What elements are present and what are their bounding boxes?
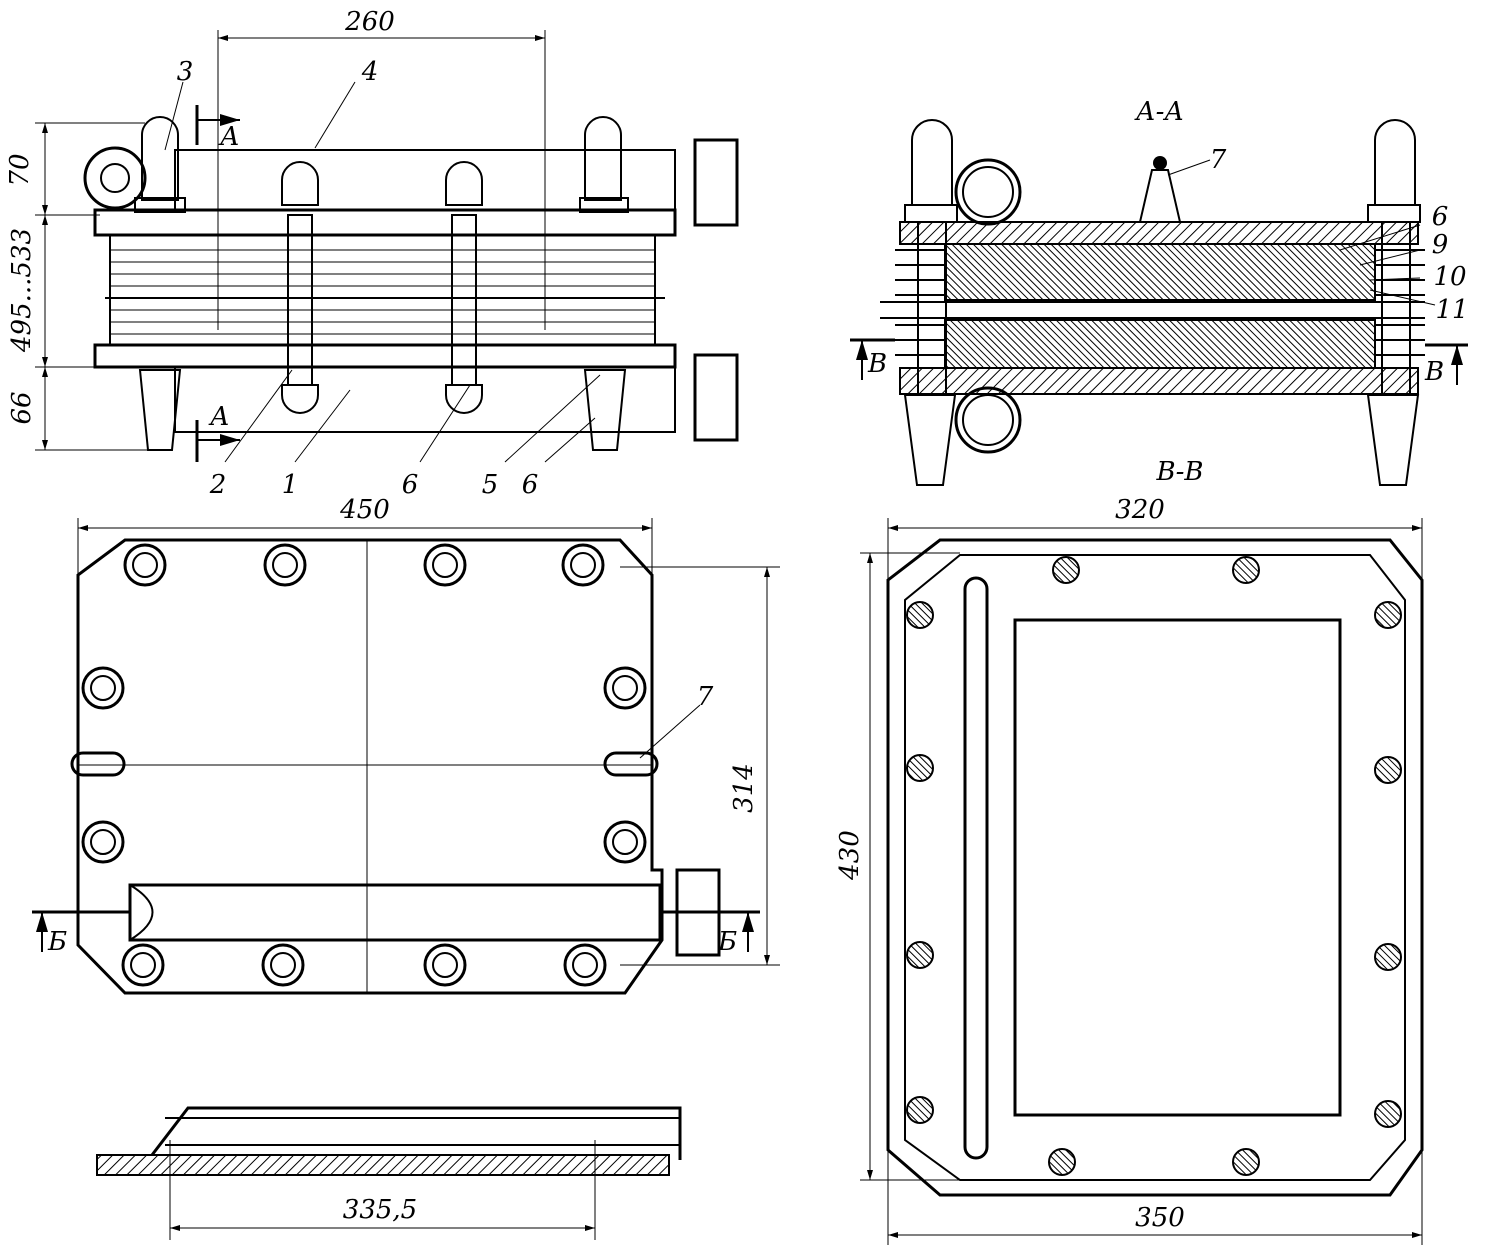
- dimension-335-5: 335,5: [343, 1195, 417, 1225]
- callout-5: 5: [482, 470, 499, 500]
- callout-11: 11: [1435, 295, 1468, 325]
- callout-7-section: 7: [1210, 145, 1227, 175]
- plan-view: 450 314 7 Б Б: [32, 495, 780, 995]
- dimension-260: 260: [344, 7, 395, 37]
- callout-6-section: 6: [1432, 202, 1449, 232]
- callout-1: 1: [282, 470, 299, 500]
- dimension-430: 430: [835, 830, 865, 881]
- callout-4: 4: [361, 57, 379, 87]
- dimension-350: 350: [1135, 1203, 1185, 1233]
- dimension-70: 70: [5, 153, 35, 186]
- section-mark-b-left: Б: [47, 927, 67, 957]
- section-mark-a-top: А: [218, 122, 240, 152]
- bolt-bosses: [81, 543, 647, 987]
- callout-6-right: 6: [522, 470, 539, 500]
- dimension-495-533: 495...533: [7, 228, 37, 353]
- section-vv-view: 320 430 350: [835, 495, 1424, 1245]
- front-view: 260 70 495...533 66 А А 3 4 2 1 6 5 6: [5, 7, 739, 500]
- section-mark-a-bottom: А: [208, 402, 230, 432]
- dimension-320: 320: [1115, 495, 1165, 525]
- callout-9: 9: [1432, 230, 1449, 260]
- section-title-aa: А-А: [1134, 97, 1184, 127]
- callout-10: 10: [1433, 262, 1466, 292]
- dimension-66: 66: [7, 391, 37, 424]
- section-aa-view: А-А: [850, 97, 1469, 487]
- callout-2: 2: [209, 470, 227, 500]
- section-b-view: 335,5: [96, 1106, 682, 1240]
- section-mark-v-right: В: [1424, 357, 1444, 387]
- section-mark-v-left: В: [867, 349, 887, 379]
- callout-6-left: 6: [402, 470, 419, 500]
- bolt-holes: [906, 556, 1402, 1176]
- dimension-314: 314: [729, 763, 759, 813]
- dimension-450: 450: [339, 495, 390, 525]
- section-title-vv: В-В: [1156, 457, 1204, 487]
- section-mark-b-right: Б: [717, 927, 737, 957]
- callout-3: 3: [177, 57, 194, 87]
- callout-7-plan: 7: [697, 682, 714, 712]
